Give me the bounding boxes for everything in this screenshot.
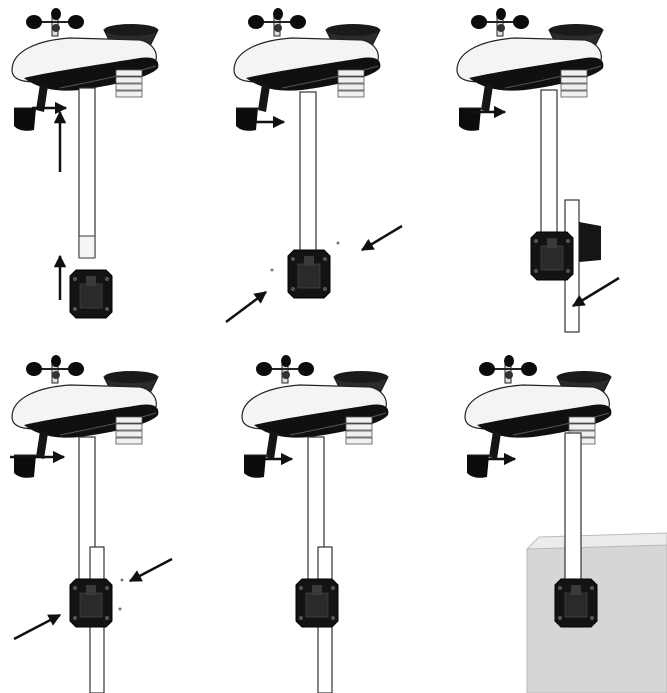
mounting-bracket: [70, 579, 112, 627]
screw-arrow: [14, 615, 60, 639]
screw-arrow: [226, 292, 266, 322]
weather-sensor-head: [465, 355, 611, 478]
screw-arrow: [130, 559, 172, 581]
mounting-pole: [79, 88, 95, 256]
mounting-bracket: [288, 250, 330, 298]
step-3-panel: [445, 0, 667, 346]
step-2-panel: [222, 0, 444, 346]
step-5-panel: [222, 347, 444, 693]
mounting-pole: [300, 92, 316, 252]
mounting-pole: [565, 433, 581, 589]
step-4-panel: [0, 347, 222, 693]
mounting-bracket: [531, 232, 573, 280]
mounting-pole: [541, 90, 557, 240]
mounting-bracket: [70, 270, 112, 318]
step-1-panel: [0, 0, 222, 346]
mounting-bracket: [555, 579, 597, 627]
mounting-bracket: [296, 579, 338, 627]
step-6-panel: [445, 347, 667, 693]
clamp-plate: [579, 222, 601, 262]
clamp-arrow: [573, 278, 619, 306]
screw-arrow: [362, 226, 402, 250]
